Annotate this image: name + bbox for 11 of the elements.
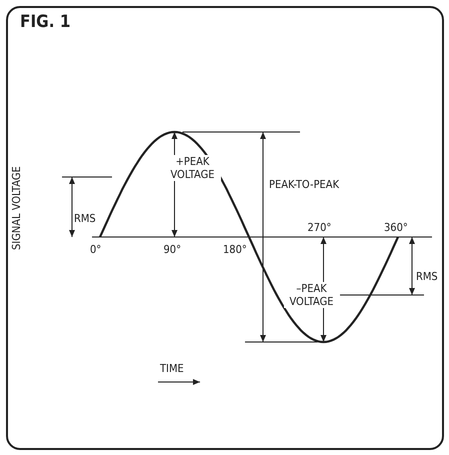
figure-title: FIG. 1	[20, 12, 70, 32]
degree-label: 180°	[223, 243, 247, 256]
axis-label: SIGNAL VOLTAGE	[10, 166, 23, 250]
degree-label: 90°	[164, 243, 182, 256]
axis-label: TIME	[160, 362, 184, 375]
degree-label: 360°	[384, 221, 408, 234]
dimension-label: RMS	[416, 270, 438, 283]
degree-label: 270°	[308, 221, 332, 234]
degree-label: 0°	[90, 243, 102, 256]
dimension-label: PEAK-TO-PEAK	[269, 178, 340, 191]
dimension-label: RMS	[74, 212, 96, 225]
